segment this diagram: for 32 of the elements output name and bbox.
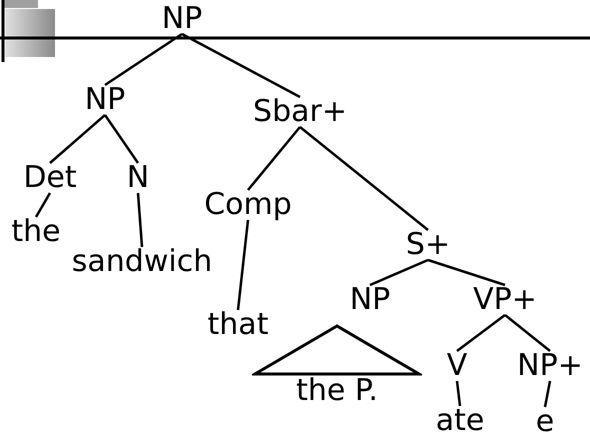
node-label: NP+ bbox=[517, 351, 583, 381]
tree-branch-line bbox=[181, 32, 301, 98]
tree-branch-line bbox=[49, 114, 106, 164]
tree-branch-line bbox=[247, 126, 301, 191]
tree-branch-line bbox=[504, 314, 551, 352]
tree-branch-line bbox=[34, 192, 52, 218]
tree-branch-line bbox=[136, 192, 144, 248]
node-label: that bbox=[208, 310, 268, 340]
node-label: Comp bbox=[204, 190, 292, 220]
tree-branch-line bbox=[456, 380, 462, 406]
node-label: V bbox=[446, 351, 468, 381]
tree-branch-line bbox=[299, 126, 429, 231]
tree-branch-line bbox=[236, 220, 250, 310]
node-label: sandwich bbox=[72, 247, 212, 277]
node-label: the bbox=[11, 217, 61, 247]
tree-branch-line bbox=[104, 32, 183, 86]
tree-branch-line bbox=[544, 380, 552, 408]
node-label: NP bbox=[350, 285, 390, 315]
node-label: NP bbox=[162, 4, 202, 34]
tree-branch-line bbox=[456, 314, 506, 352]
node-label: Sbar+ bbox=[253, 97, 347, 127]
node-label: the P. bbox=[296, 376, 378, 406]
tree-branch-line bbox=[428, 258, 506, 286]
tree-branch-line bbox=[370, 258, 428, 286]
node-label: VP+ bbox=[473, 285, 537, 315]
node-label: NP bbox=[84, 85, 126, 115]
node-label: N bbox=[126, 163, 150, 193]
node-label: Det bbox=[23, 163, 77, 193]
node-label: S+ bbox=[406, 230, 450, 260]
node-label: e bbox=[536, 407, 554, 437]
node-label: ate bbox=[436, 406, 484, 436]
tree-branch-line bbox=[104, 114, 140, 164]
